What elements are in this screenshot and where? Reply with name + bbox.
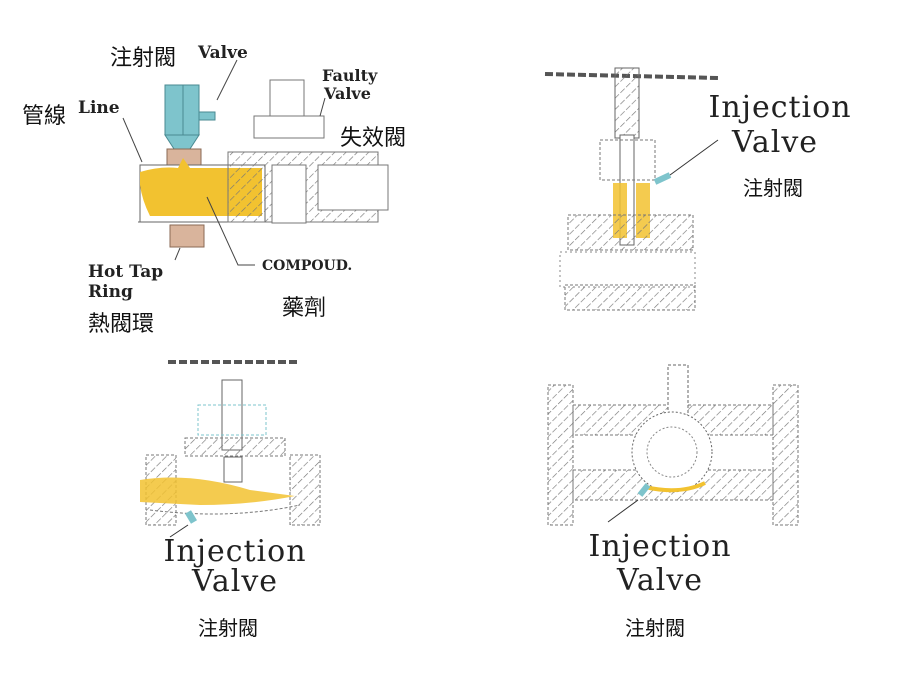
gate-injection-title-1: Injection — [708, 90, 852, 125]
hot-tap-diagram — [122, 59, 389, 266]
faulty-valve-label-en-1: Faulty — [322, 66, 378, 85]
compound-label-zh: 藥劑 — [282, 296, 327, 321]
injection-valve-label-en: Valve — [198, 43, 248, 63]
hot-tap-ring-label-zh: 熱閥環 — [88, 312, 155, 337]
globe-injection-title-1: Injection — [163, 534, 307, 569]
ball-injection-title-1: Injection — [588, 529, 732, 564]
globe-injection-title-2: Valve — [191, 564, 279, 599]
injection-valve-body — [164, 84, 200, 136]
hot-tap-ring-label-en-2: Ring — [88, 282, 133, 302]
ball-injection-zh: 注射閥 — [625, 616, 685, 640]
globe-valve-diagram — [140, 360, 321, 538]
ball-injection-title-2: Valve — [616, 563, 704, 598]
gate-valve-diagram — [544, 67, 719, 311]
hot-tap-ring-label-en-1: Hot Tap — [88, 262, 164, 282]
faulty-valve-label-en-2: Valve — [324, 84, 371, 103]
line-label-zh: 管線 — [22, 104, 67, 129]
gate-injection-title-2: Valve — [731, 125, 819, 160]
hot-tap-ring-bottom — [169, 224, 205, 248]
faulty-valve-label-zh: 失效閥 — [340, 126, 407, 151]
injection-valve-label-zh: 注射閥 — [110, 46, 177, 71]
gate-injection-zh: 注射閥 — [743, 176, 803, 200]
globe-injection-zh: 注射閥 — [198, 616, 258, 640]
ball-valve-diagram — [547, 364, 799, 526]
line-label-en: Line — [78, 98, 120, 118]
compound-label-en: COMPOUD. — [262, 258, 353, 274]
